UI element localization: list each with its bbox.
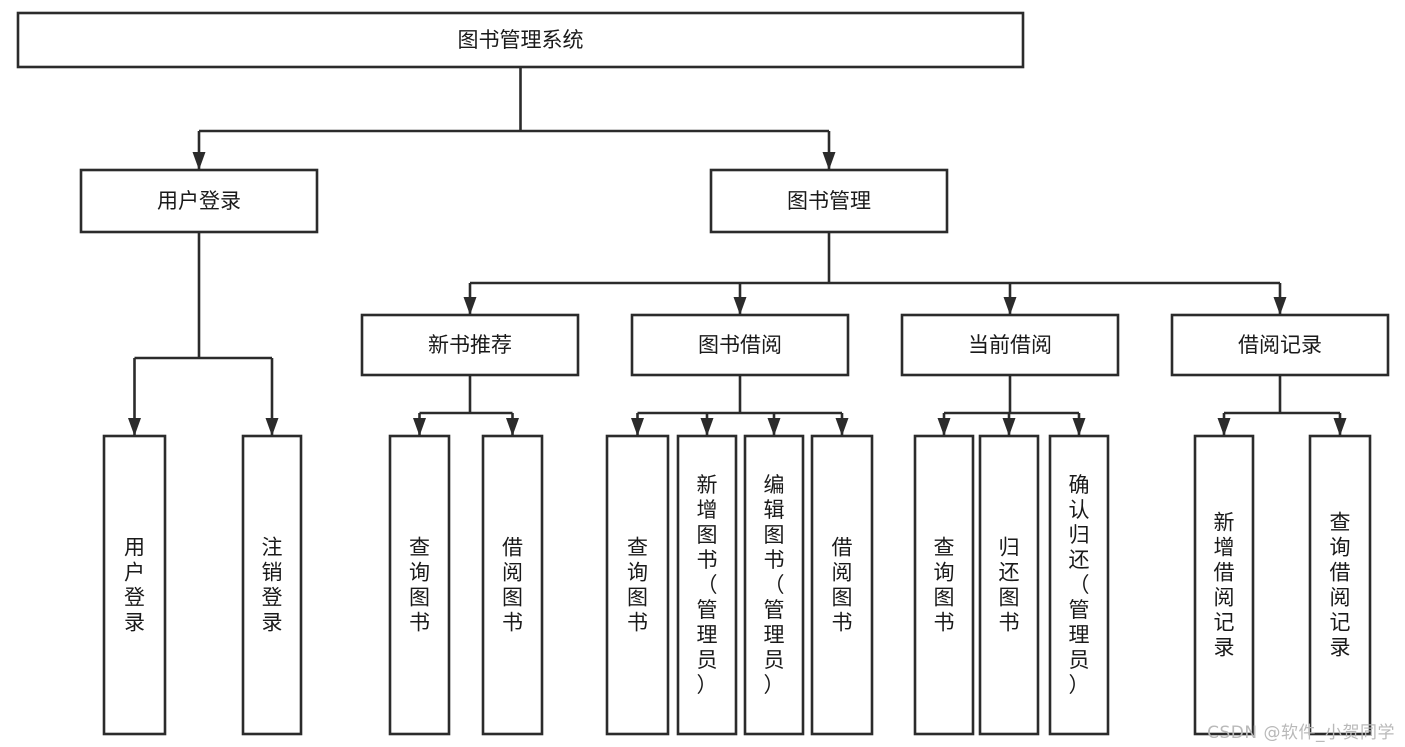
node-box[interactable] <box>1170 313 1390 377</box>
connector-arrowhead <box>1072 418 1086 436</box>
node-user-login[interactable]: 用户登录 <box>79 168 319 234</box>
connector-arrowhead <box>265 418 279 436</box>
watermark-credit: CSDN @软件_小贺同学 <box>1207 723 1395 743</box>
node-label: 用户登录 <box>157 189 241 213</box>
node-box[interactable] <box>16 11 1025 69</box>
node-label: 注销登录 <box>262 536 283 635</box>
connector-arrowhead <box>192 152 206 170</box>
node-label: 新增图书（管理员） <box>697 473 718 697</box>
connector-arrowhead <box>1003 297 1017 315</box>
connector-group <box>937 375 1086 436</box>
node-label: 新增借阅记录 <box>1214 511 1235 660</box>
node-leaf-1[interactable]: 用户登录 <box>102 434 167 736</box>
node-label: 查询借阅记录 <box>1330 511 1351 660</box>
node-leaf-5[interactable]: 查询图书 <box>605 434 670 736</box>
node-box[interactable] <box>360 313 580 377</box>
node-leaf-13[interactable]: 查询借阅记录 <box>1308 434 1372 736</box>
node-box[interactable] <box>709 168 949 234</box>
connector-arrowhead <box>835 418 849 436</box>
node-box[interactable] <box>743 434 805 736</box>
nodes-layer: 图书管理系统用户登录图书管理新书推荐图书借阅当前借阅借阅记录用户登录注销登录查询… <box>16 11 1390 736</box>
node-box[interactable] <box>1048 434 1110 736</box>
node-leaf-4[interactable]: 借阅图书 <box>481 434 544 736</box>
node-label: 图书管理 <box>787 189 871 213</box>
node-borrow-record[interactable]: 借阅记录 <box>1170 313 1390 377</box>
connector-arrowhead <box>937 418 951 436</box>
node-leaf-11[interactable]: 确认归还（管理员） <box>1048 434 1110 736</box>
connector-group <box>413 375 519 436</box>
node-current-borrow[interactable]: 当前借阅 <box>900 313 1120 377</box>
connector-arrowhead <box>1273 297 1287 315</box>
node-box[interactable] <box>630 313 850 377</box>
node-box[interactable] <box>241 434 303 736</box>
connector-arrowhead <box>822 152 836 170</box>
connector-arrowhead <box>631 418 644 436</box>
node-box[interactable] <box>79 168 319 234</box>
node-leaf-7[interactable]: 编辑图书（管理员） <box>743 434 805 736</box>
node-label: 图书管理系统 <box>458 28 584 52</box>
connector-arrowhead <box>1217 418 1231 436</box>
node-label: 借阅图书 <box>502 536 523 635</box>
node-box[interactable] <box>481 434 544 736</box>
connector-arrowhead <box>733 297 747 315</box>
node-box[interactable] <box>388 434 451 736</box>
node-box[interactable] <box>676 434 738 736</box>
node-label: 新书推荐 <box>428 333 512 357</box>
node-leaf-8[interactable]: 借阅图书 <box>810 434 874 736</box>
node-leaf-3[interactable]: 查询图书 <box>388 434 451 736</box>
connector-arrowhead <box>413 418 426 436</box>
connector-group <box>192 67 836 170</box>
connector-arrowhead <box>463 297 477 315</box>
node-book-borrow[interactable]: 图书借阅 <box>630 313 850 377</box>
node-box[interactable] <box>102 434 167 736</box>
connector-arrowhead <box>1333 418 1347 436</box>
connector-arrowhead <box>1002 418 1016 436</box>
node-leaf-12[interactable]: 新增借阅记录 <box>1193 434 1255 736</box>
node-label: 借阅记录 <box>1238 333 1322 357</box>
node-book-manage[interactable]: 图书管理 <box>709 168 949 234</box>
node-box[interactable] <box>1308 434 1372 736</box>
node-label: 当前借阅 <box>968 333 1052 357</box>
node-label: 图书借阅 <box>698 333 782 357</box>
node-box[interactable] <box>605 434 670 736</box>
node-label: 查询图书 <box>627 536 648 635</box>
connector-arrowhead <box>128 418 141 436</box>
connector-group <box>631 375 849 436</box>
node-box[interactable] <box>810 434 874 736</box>
connector-group <box>463 232 1287 315</box>
node-label: 查询图书 <box>934 536 955 635</box>
connector-arrowhead <box>506 418 519 436</box>
node-label: 编辑图书（管理员） <box>764 473 785 697</box>
node-label: 查询图书 <box>409 536 430 635</box>
connector-group <box>128 232 279 436</box>
node-label: 借阅图书 <box>832 536 853 635</box>
node-label: 用户登录 <box>124 536 145 635</box>
connector-arrowhead <box>767 418 781 436</box>
node-leaf-10[interactable]: 归还图书 <box>978 434 1040 736</box>
node-leaf-9[interactable]: 查询图书 <box>913 434 975 736</box>
node-label: 归还图书 <box>999 536 1020 635</box>
node-new-book-rec[interactable]: 新书推荐 <box>360 313 580 377</box>
connector-group <box>1217 375 1347 436</box>
node-leaf-6[interactable]: 新增图书（管理员） <box>676 434 738 736</box>
node-box[interactable] <box>978 434 1040 736</box>
connector-arrowhead <box>700 418 714 436</box>
node-box[interactable] <box>900 313 1120 377</box>
node-box[interactable] <box>1193 434 1255 736</box>
node-label: 确认归还（管理员） <box>1069 473 1090 697</box>
node-leaf-2[interactable]: 注销登录 <box>241 434 303 736</box>
connectors-layer <box>128 67 1347 436</box>
node-root[interactable]: 图书管理系统 <box>16 11 1025 69</box>
node-box[interactable] <box>913 434 975 736</box>
